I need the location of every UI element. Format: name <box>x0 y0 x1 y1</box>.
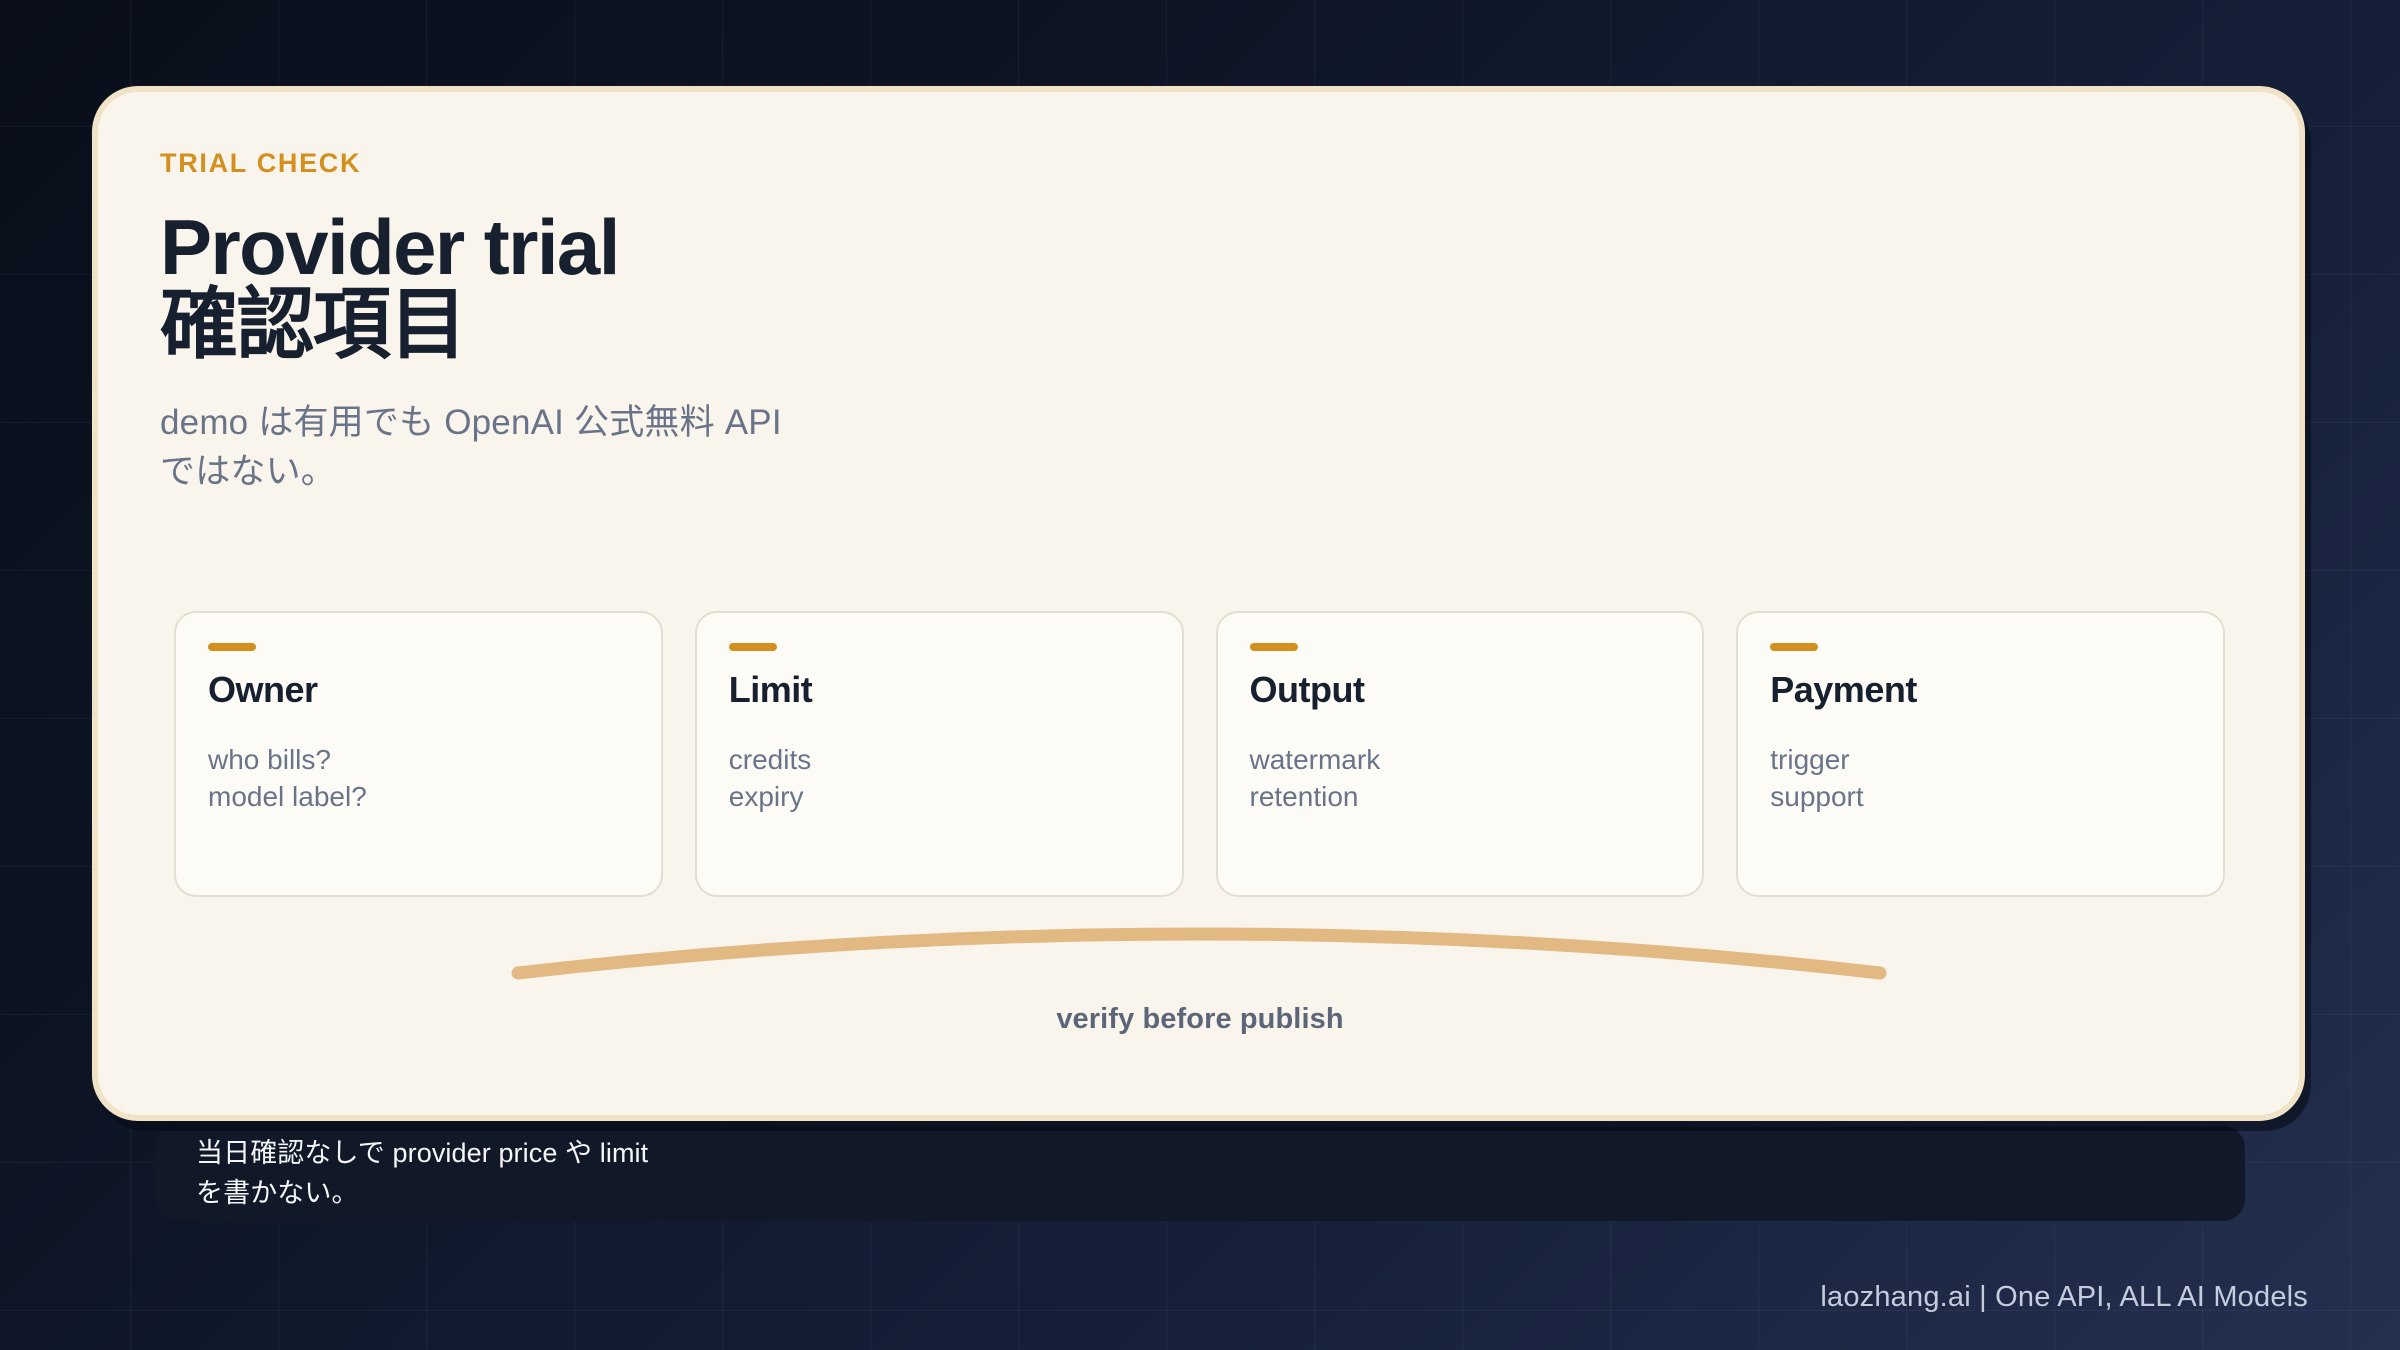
checklist-card[interactable]: Output watermark retention <box>1215 611 1705 897</box>
subtitle-text: demo は有用でも OpenAI 公式無料 API ではない。 <box>160 403 782 491</box>
card-title: Payment <box>1770 669 1917 710</box>
accent-bar-icon <box>1249 643 1298 651</box>
card-lines: credits expiry <box>728 744 812 813</box>
card-lines: watermark retention <box>1249 744 1381 813</box>
accent-bar-icon <box>1770 643 1819 651</box>
checklist-card-row: Owner who bills? model label? Limit cred… <box>174 611 2225 897</box>
card-title: Output <box>1249 669 1365 710</box>
page-title: Provider trial 確認項目 <box>160 203 620 369</box>
note-bar: 当日確認なしで provider price や limit を書かない。 <box>155 1126 2245 1221</box>
card-title: Owner <box>208 669 318 710</box>
card-title: Limit <box>728 669 813 710</box>
card-lines: who bills? model label? <box>208 744 367 813</box>
card-lines: trigger support <box>1770 744 1864 813</box>
checklist-card[interactable]: Owner who bills? model label? <box>174 611 663 897</box>
eyebrow-label: TRIAL CHECK <box>160 148 362 178</box>
accent-bar-icon <box>208 643 256 651</box>
checklist-card[interactable]: Payment trigger support <box>1736 611 2225 897</box>
footer-brand: laozhang.ai | One API, ALL AI Models <box>1820 1281 2308 1313</box>
accent-bar-icon <box>728 643 777 651</box>
checklist-card[interactable]: Limit credits expiry <box>694 611 1184 897</box>
arc-caption: verify before publish <box>1056 1003 1344 1035</box>
note-text: 当日確認なしで provider price や limit を書かない。 <box>196 1138 649 1208</box>
main-panel: TRIAL CHECK Provider trial 確認項目 demo は有用… <box>92 86 2305 1121</box>
